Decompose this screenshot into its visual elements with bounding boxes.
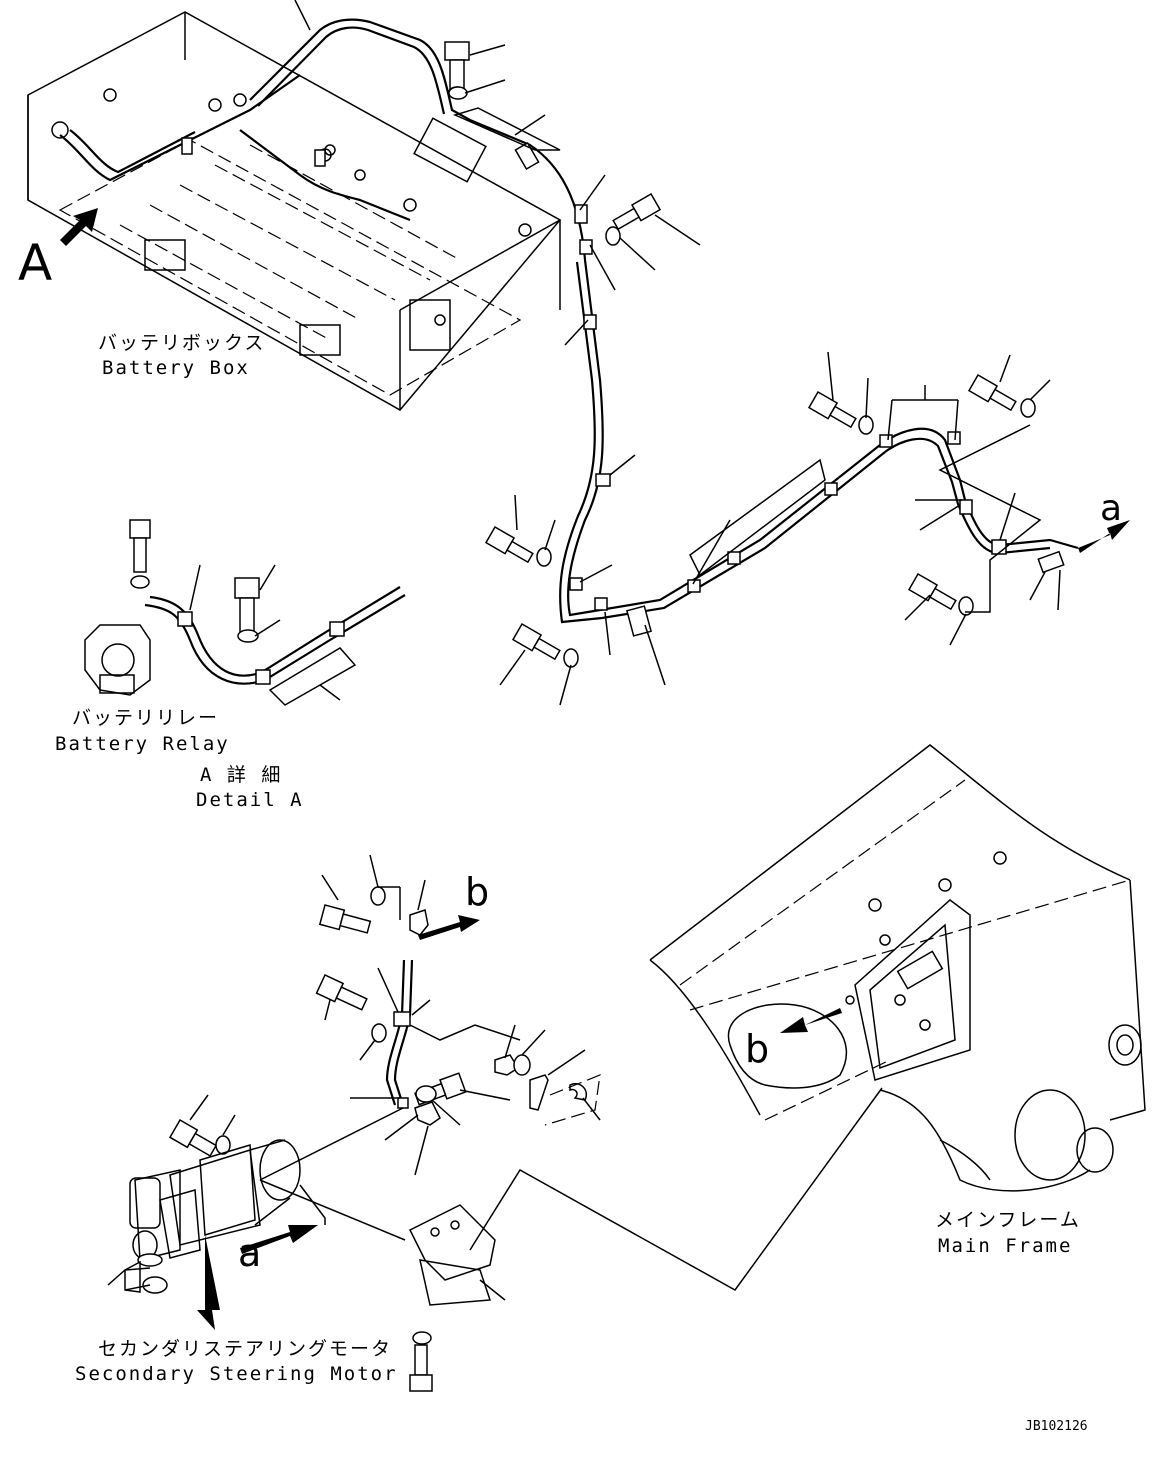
arrow-a-top-icon [1078,520,1130,553]
leader-lines-lower [107,854,601,1301]
detail-a-label-jp: A 詳 細 [200,764,282,786]
arrow-a-bottom-letter: a [238,1231,261,1275]
arrow-a-top-letter: a [1100,488,1122,529]
arrow-b-frame-letter: b [745,1027,769,1071]
view-a-letter: A [18,234,52,292]
battery-relay-label-jp: バッテリリレー [72,707,219,729]
main-frame-label-en: Main Frame [938,1235,1072,1257]
main-frame-drawing [469,744,1146,1291]
battery-relay-label-en: Battery Relay [55,733,230,755]
pipe-assembly [249,18,1079,637]
detail-a-drawing [84,519,406,706]
arrow-b-top-icon [418,915,480,940]
battery-box-label-jp: バッテリボックス [98,332,265,354]
steering-motor-label-jp: セカンダリステアリングモータ [98,1338,392,1360]
drawing-number: JB102126 [1025,1419,1088,1434]
arrow-b-top-letter: b [465,870,489,914]
main-frame-label-jp: メインフレーム [935,1209,1081,1231]
steering-motor-arrow-icon [197,1235,220,1330]
battery-box-label-en: Battery Box [102,357,250,379]
steering-motor-label-en: Secondary Steering Motor [75,1363,398,1385]
arrow-a-bottom-icon [240,1225,318,1254]
battery-box-drawing [27,11,562,411]
bolt-group-upper [444,41,1042,668]
detail-a-label-en: Detail A [196,789,304,811]
leader-lines-upper [294,0,1061,706]
lower-assembly-drawing [124,886,601,1392]
view-a-arrow-icon [60,208,98,246]
arrow-b-frame-icon [780,1008,842,1033]
